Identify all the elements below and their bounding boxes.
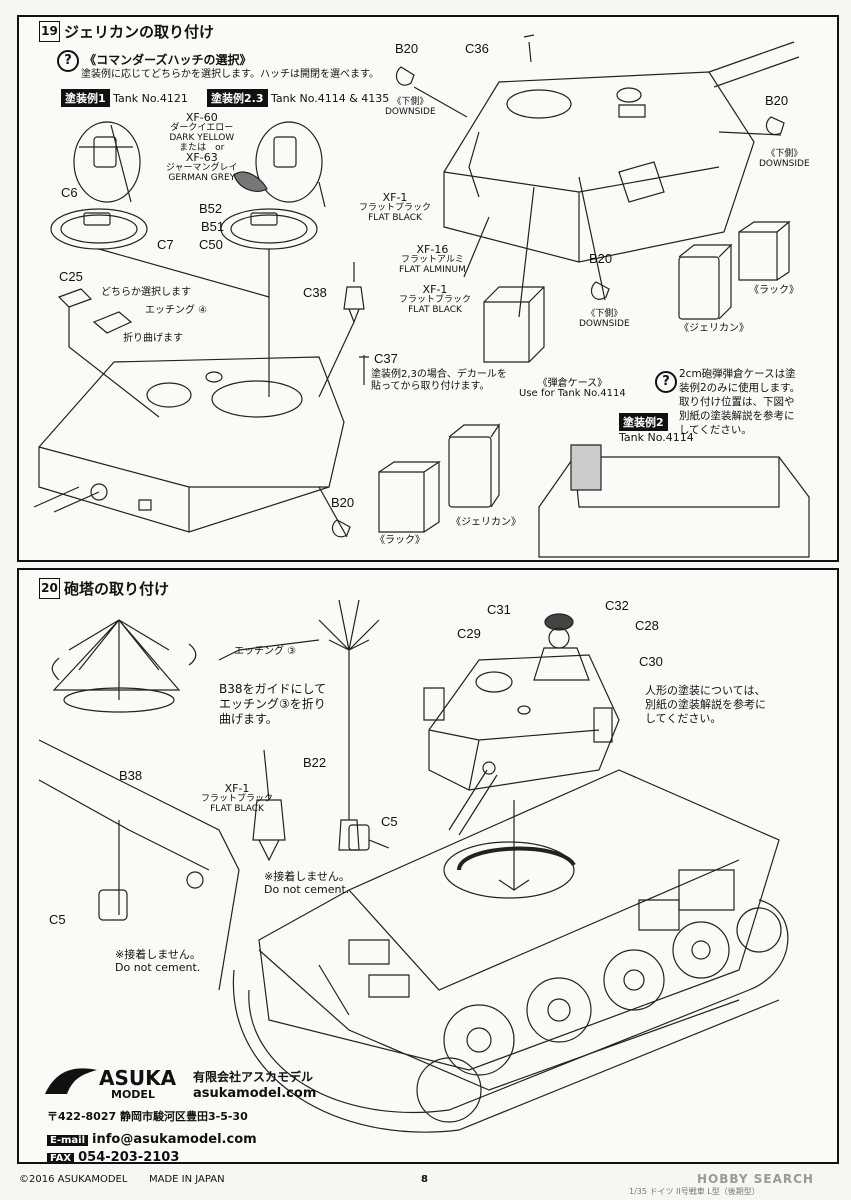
downside-c: 《下側》 DOWNSIDE — [579, 309, 630, 329]
scheme23-label: 塗装例2.3 Tank No.4114 & 4135 — [207, 89, 389, 107]
scheme23-tank: Tank No.4114 & 4135 — [271, 92, 390, 105]
jerrycan-label-right: 《ジェリカン》 — [679, 323, 749, 334]
company-name: 有限会社アスカモデル — [193, 1070, 314, 1084]
part-b20-c: B20 — [589, 251, 613, 266]
part-b20-d: B20 — [331, 495, 355, 510]
part-c7: C7 — [157, 237, 174, 252]
step-number: 19 — [39, 21, 60, 42]
rack-label-right: 《ラック》 — [749, 285, 799, 296]
paint-xf16: XF-16 フラットアルミ FLAT ALMINUM — [399, 243, 466, 275]
paint-xf60: XF-60 ダークイエロー DARK YELLOW または or XF-63 ジ… — [166, 111, 238, 183]
paint-xf1-step20: XF-1 フラットブラック FLAT BLACK — [201, 782, 274, 814]
part-c50: C50 — [199, 237, 223, 252]
c37-note: 塗装例2,3の場合、デカールを 貼ってから取り付けます。 — [371, 369, 507, 392]
step-title: 砲塔の取り付け — [64, 580, 170, 598]
part-c38: C38 — [303, 285, 327, 300]
question-icon: ? — [655, 371, 677, 393]
step-title: ジェリカンの取り付け — [64, 23, 215, 41]
part-c29: C29 — [457, 626, 481, 641]
email-tag: E-mail — [47, 1135, 89, 1146]
step-20-illustration — [19, 570, 837, 1162]
figure-note: 人形の塗装については、 別紙の塗装解説を参考に してください。 — [645, 684, 766, 725]
paint-xf1-mid: XF-1 フラットブラック FLAT BLACK — [399, 283, 472, 315]
step-19-panel: 19 ジェリカンの取り付け ? 《コマンダーズハッチの選択》 塗装例に応じてどち… — [17, 15, 839, 562]
no-cement-right: ※接着しません。 Do not cement. — [264, 870, 350, 896]
copyright: ©2016 ASUKAMODEL — [19, 1174, 128, 1185]
hatch-selection-title: 《コマンダーズハッチの選択》 — [84, 53, 252, 67]
part-c5-left: C5 — [49, 912, 66, 927]
fold-note: 折り曲げます — [123, 333, 183, 344]
part-b20-a: B20 — [395, 41, 419, 56]
part-c6: C6 — [61, 185, 78, 200]
part-b20-b: B20 — [765, 93, 789, 108]
no-cement-left: ※接着しません。 Do not cement. — [115, 948, 201, 974]
part-c31: C31 — [487, 602, 511, 617]
made-in: MADE IN JAPAN — [149, 1174, 225, 1185]
step-number: 20 — [39, 578, 60, 599]
company-email[interactable]: info@asukamodel.com — [92, 1132, 257, 1147]
hatch-selection-block: ? 《コマンダーズハッチの選択》 — [57, 49, 252, 72]
step-20-panel: 20 砲塔の取り付け エッチング ③ B38をガイドにして エッチング③を折り … — [17, 568, 839, 1165]
company-fax: 054-203-2103 — [78, 1150, 180, 1165]
company-website[interactable]: asukamodel.com — [193, 1086, 317, 1101]
page-number: 8 — [421, 1174, 428, 1185]
scheme1-tag: 塗装例1 — [61, 89, 110, 107]
logo-sub: MODEL — [111, 1088, 155, 1101]
part-c36: C36 — [465, 41, 489, 56]
scheme2-tag: 塗装例2 — [619, 413, 668, 431]
asuka-bird-logo-icon — [43, 1064, 99, 1098]
part-b38: B38 — [119, 768, 143, 783]
ammo-note-block: ? 2cm砲弾弾倉ケースは塗 装例2のみに使用します。 取り付け位置は、下図や … — [655, 367, 800, 437]
question-icon: ? — [57, 50, 79, 72]
company-address: 〒422-8027 静岡市駿河区豊田3-5-30 — [47, 1110, 248, 1123]
c25-note: どちらか選択します — [101, 287, 191, 298]
part-c30: C30 — [639, 654, 663, 669]
ammo-case-label: 《弾倉ケース》 Use for Tank No.4114 — [519, 378, 626, 399]
scale-note: 1/35 ドイツ II号戦車 L型（後期型） — [629, 1187, 760, 1196]
b38-note: B38をガイドにして エッチング③を折り 曲げます。 — [219, 682, 327, 726]
step-19-illustration — [19, 17, 837, 560]
part-b52: B52 — [199, 201, 223, 216]
etching3-label: エッチング ③ — [234, 646, 297, 657]
scheme2-label: 塗装例2 Tank No.4114 — [619, 413, 694, 444]
scheme2-tank: Tank No.4114 — [619, 431, 694, 444]
part-b51: B51 — [201, 219, 225, 234]
part-c37: C37 — [374, 351, 398, 366]
jerrycan-label-left: 《ジェリカン》 — [451, 517, 521, 528]
part-c5-right: C5 — [381, 814, 398, 829]
watermark: HOBBY SEARCH — [697, 1172, 814, 1186]
step-20-header: 20 砲塔の取り付け — [39, 578, 169, 599]
part-b22: B22 — [303, 755, 327, 770]
rack-label-left: 《ラック》 — [375, 535, 425, 546]
part-c25: C25 — [59, 269, 83, 284]
scheme1-label: 塗装例1 Tank No.4121 — [61, 89, 188, 107]
scheme23-tag: 塗装例2.3 — [207, 89, 268, 107]
hatch-selection-desc: 塗装例に応じてどちらかを選択します。ハッチは開閉を選べます。 — [81, 69, 379, 80]
step-19-header: 19 ジェリカンの取り付け — [39, 21, 214, 42]
downside-a: 《下側》 DOWNSIDE — [385, 97, 436, 117]
logo-main: ASUKA — [99, 1066, 177, 1090]
etching4-label: エッチング ④ — [145, 305, 208, 316]
paint-xf1-top: XF-1 フラットブラック FLAT BLACK — [359, 191, 432, 223]
downside-b: 《下側》 DOWNSIDE — [759, 149, 810, 169]
part-c28: C28 — [635, 618, 659, 633]
part-c32: C32 — [605, 598, 629, 613]
fax-tag: FAX — [47, 1153, 75, 1164]
scheme1-tank: Tank No.4121 — [113, 92, 188, 105]
